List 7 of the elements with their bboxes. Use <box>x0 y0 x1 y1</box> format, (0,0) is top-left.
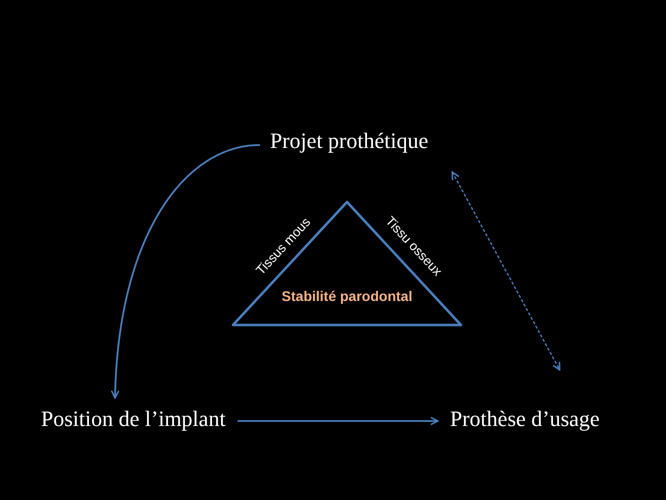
node-text: Prothèse d’usage <box>450 406 600 432</box>
node-text: Projet prothétique <box>270 128 428 154</box>
center-text: Stabilité parodontal <box>282 287 412 305</box>
dashed-double-arrow <box>452 171 560 371</box>
node-text: Position de l’implant <box>41 406 226 432</box>
arrow <box>238 416 439 426</box>
arrow <box>111 144 260 399</box>
